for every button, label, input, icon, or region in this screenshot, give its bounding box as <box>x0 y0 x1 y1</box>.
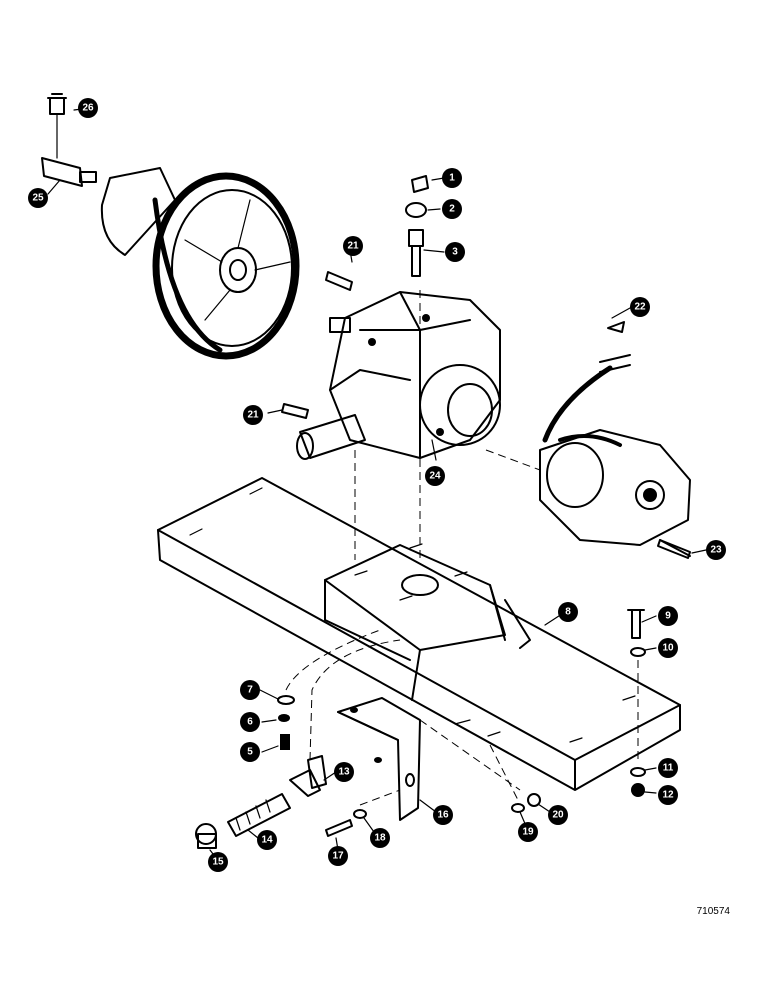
callout-label: 18 <box>374 833 386 844</box>
callout-label: 15 <box>212 857 224 868</box>
callout-8: 8 <box>558 602 578 622</box>
callout-label: 6 <box>247 717 253 728</box>
callout-16: 16 <box>433 805 453 825</box>
callout-14: 14 <box>257 830 277 850</box>
callout-23: 23 <box>706 540 726 560</box>
callout-25: 25 <box>28 188 48 208</box>
drawing-number: 710574 <box>696 906 730 917</box>
callout-19: 19 <box>518 822 538 842</box>
keys <box>281 271 631 443</box>
callout-21a: 21 <box>343 236 363 256</box>
callout-9: 9 <box>658 606 678 626</box>
callout-label: 7 <box>247 685 253 696</box>
callout-label: 5 <box>247 747 253 758</box>
mounting-plate <box>157 477 681 791</box>
gearbox <box>296 291 501 460</box>
callout-label: 16 <box>437 810 449 821</box>
pulley <box>100 167 300 360</box>
callout-label: 1 <box>449 173 455 184</box>
callout-3: 3 <box>445 242 465 262</box>
leader-lines <box>47 108 707 859</box>
callout-label: 21 <box>347 241 359 252</box>
callout-label: 21 <box>247 410 259 421</box>
grease-fitting <box>41 93 97 187</box>
callout-10: 10 <box>658 638 678 658</box>
callout-1: 1 <box>442 168 462 188</box>
callout-11: 11 <box>658 758 678 778</box>
callout-label: 9 <box>665 611 671 622</box>
callout-13: 13 <box>334 762 354 782</box>
callout-12: 12 <box>658 785 678 805</box>
callout-label: 13 <box>338 767 350 778</box>
callout-label: 12 <box>662 790 674 801</box>
hydraulic-pump <box>485 429 691 557</box>
callout-label: 25 <box>32 193 44 204</box>
callout-label: 20 <box>552 810 564 821</box>
callout-label: 23 <box>710 545 722 556</box>
callout-label: 17 <box>332 851 344 862</box>
callout-label: 8 <box>565 607 571 618</box>
callout-label: 26 <box>82 103 94 114</box>
callout-24: 24 <box>425 466 445 486</box>
callout-5: 5 <box>240 742 260 762</box>
callout-label: 22 <box>634 302 646 313</box>
callout-17: 17 <box>328 846 348 866</box>
callout-label: 19 <box>522 827 534 838</box>
callout-22: 22 <box>630 297 650 317</box>
support-bracket <box>337 697 421 821</box>
callout-21b: 21 <box>243 405 263 425</box>
callout-20: 20 <box>548 805 568 825</box>
callout-2: 2 <box>442 199 462 219</box>
callout-label: 14 <box>261 835 273 846</box>
hardware <box>195 450 691 849</box>
cap-screw-stack <box>405 175 429 560</box>
callout-26: 26 <box>78 98 98 118</box>
callout-label: 3 <box>452 247 458 258</box>
callout-15: 15 <box>208 852 228 872</box>
callout-label: 10 <box>662 643 674 654</box>
callout-label: 24 <box>429 471 441 482</box>
callout-label: 2 <box>449 204 455 215</box>
callout-label: 11 <box>663 763 674 774</box>
callout-18: 18 <box>370 828 390 848</box>
callout-7: 7 <box>240 680 260 700</box>
callout-6: 6 <box>240 712 260 732</box>
